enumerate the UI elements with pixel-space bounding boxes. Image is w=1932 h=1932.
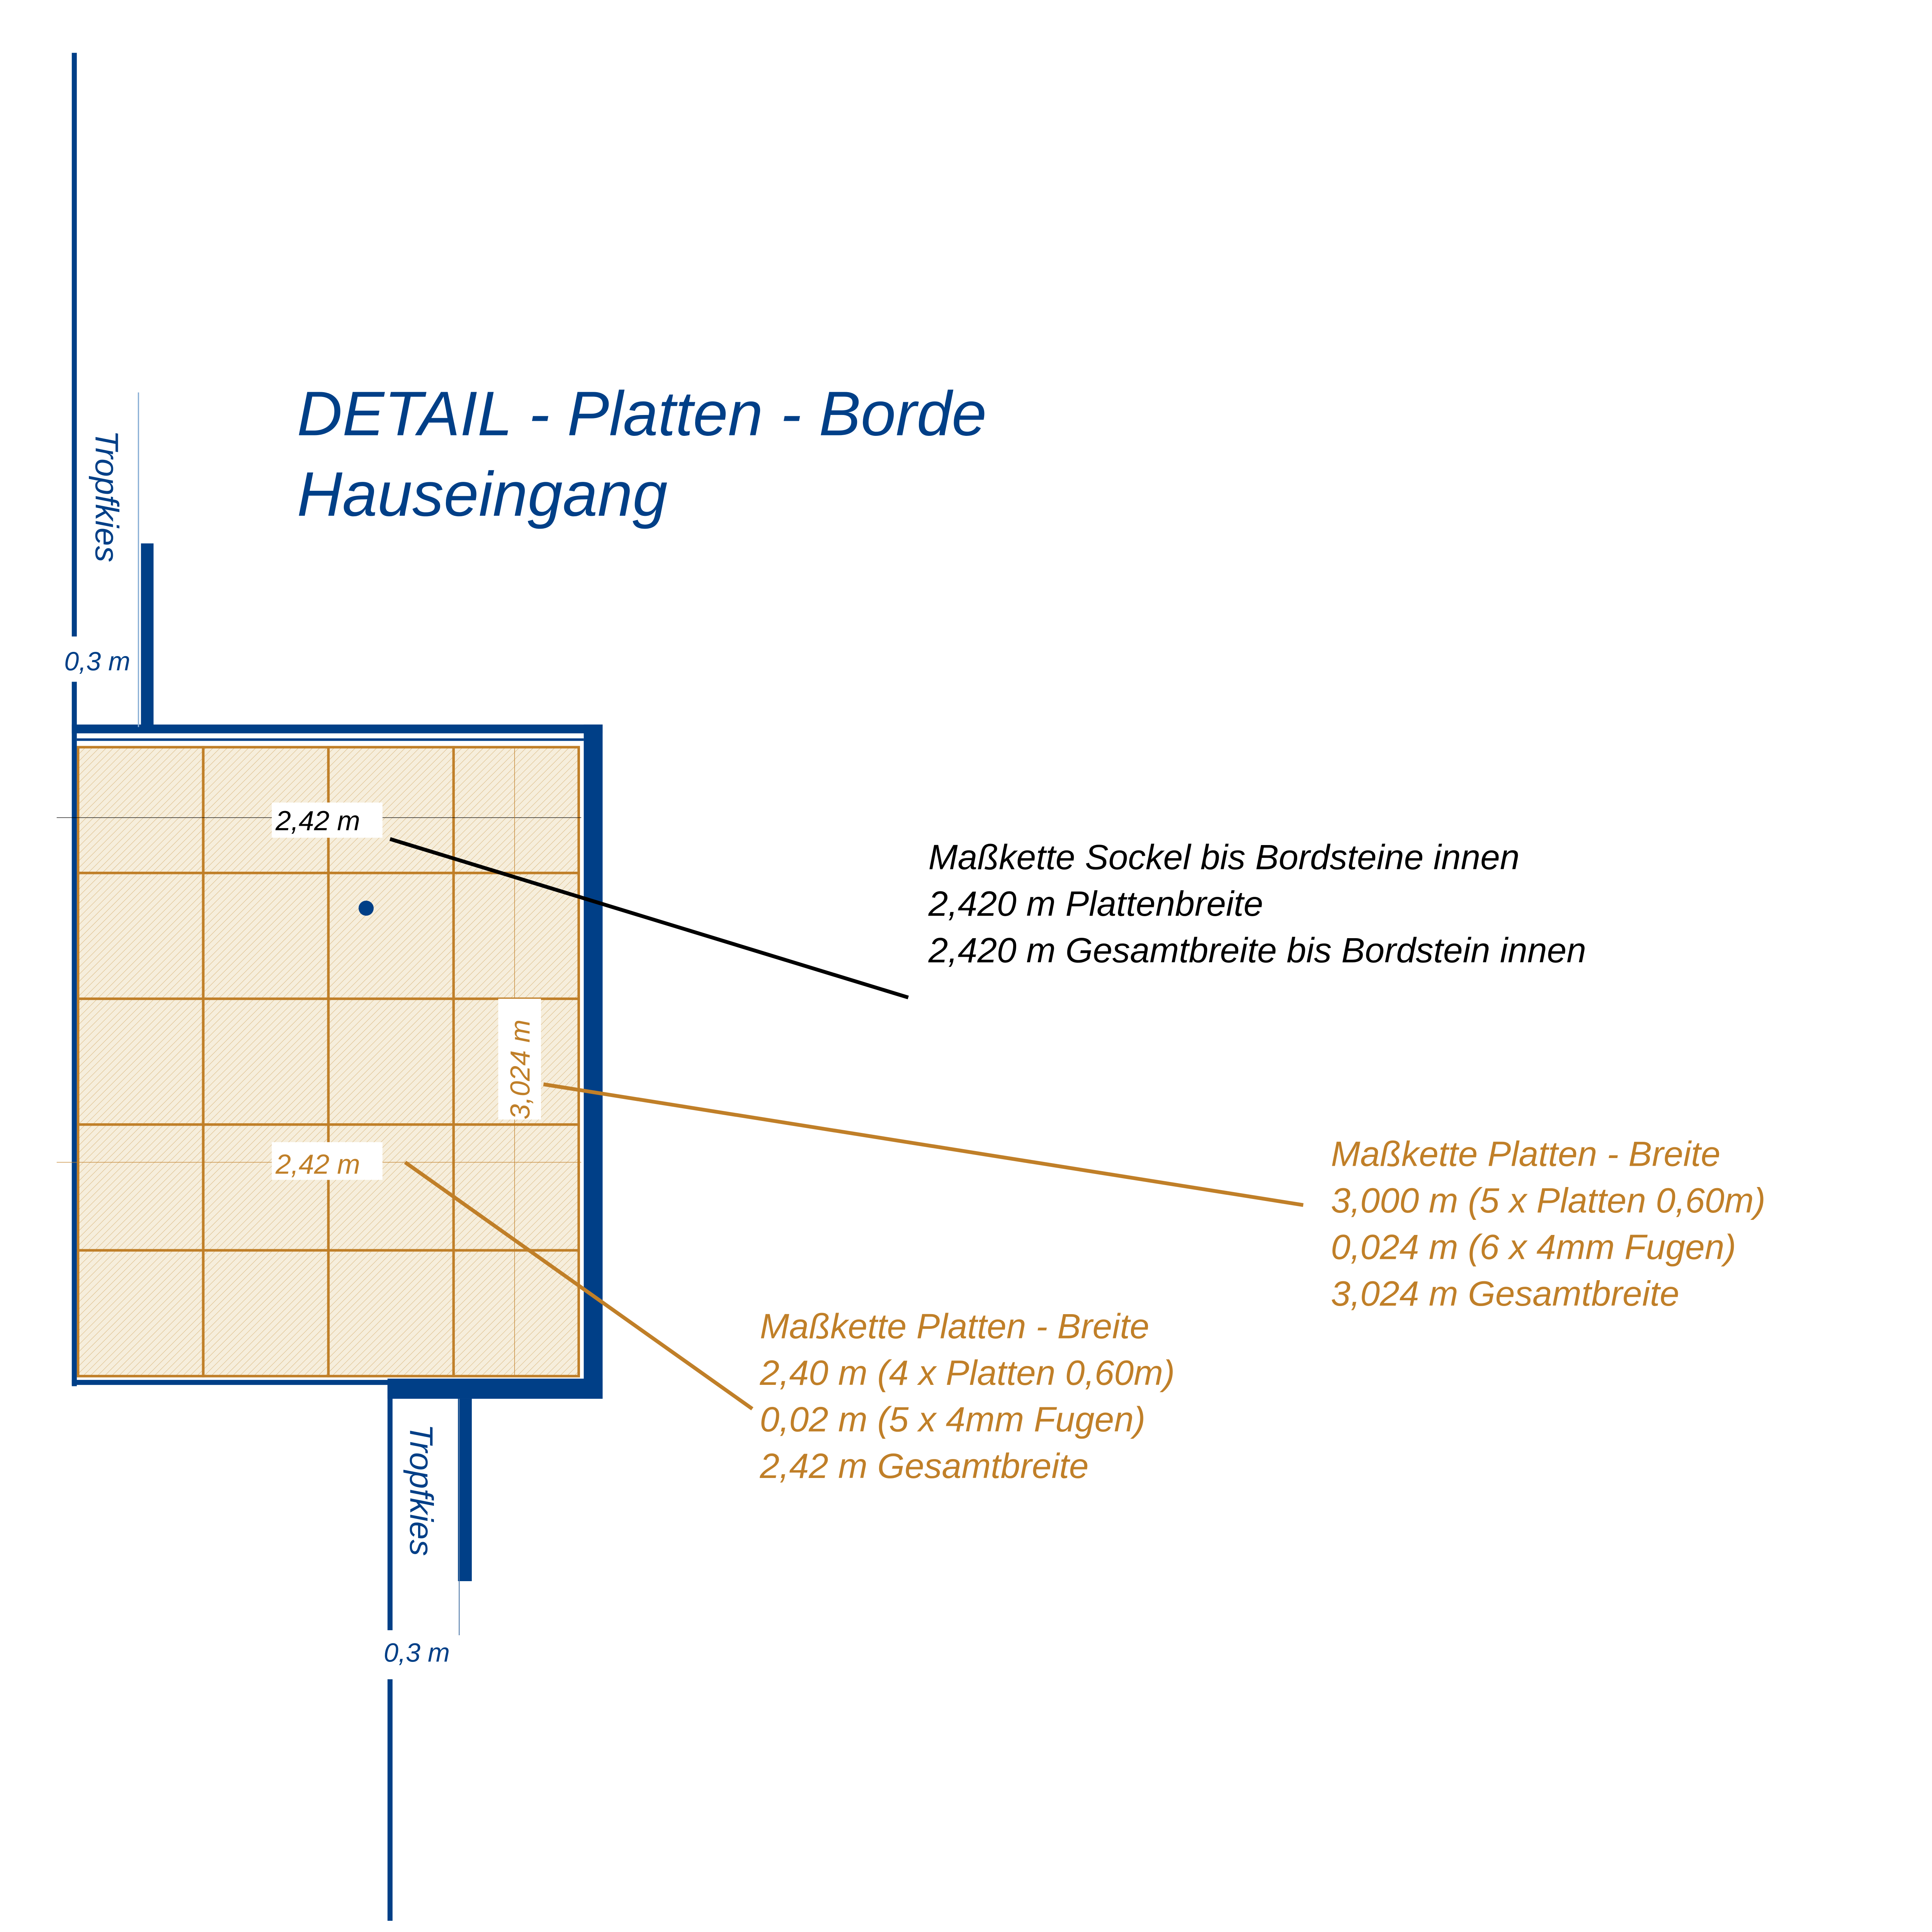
- dim-label-orange-h: 2,42 m: [275, 1149, 360, 1180]
- upper-drip-curb: [141, 543, 154, 727]
- note-line: 0,024 m (6 x 4mm Fugen): [1331, 1228, 1736, 1267]
- width-bottom-label: 0,3 m: [384, 1638, 450, 1667]
- curb-borders: [71, 53, 603, 1921]
- note-line: 0,02 m (5 x 4mm Fugen): [760, 1400, 1145, 1439]
- width-top-label: 0,3 m: [64, 647, 130, 676]
- note-platten-3024: Maßkette Platten - Breite 3,000 m (5 x P…: [1331, 1134, 1765, 1313]
- right-curb: [583, 724, 603, 1399]
- note-line: 2,40 m (4 x Platten 0,60m): [759, 1353, 1175, 1393]
- lower-left-line-lower: [387, 1679, 393, 1921]
- leader-orange-242: [404, 1160, 753, 1411]
- tropfkies-top-label: Tropfkies: [89, 430, 126, 562]
- title-line-1: DETAIL - Platten - Borde: [297, 379, 986, 449]
- note-sockel: Maßkette Sockel bis Bordsteine innen 2,4…: [928, 837, 1586, 970]
- leader-black: [389, 837, 909, 1000]
- dim-label-black: 2,42 m: [275, 806, 360, 837]
- leader-orange-3024: [543, 1082, 1304, 1207]
- paving-tile: [452, 1249, 580, 1378]
- note-line: 2,420 m Plattenbreite: [928, 884, 1263, 923]
- bottom-curb-thin: [71, 1380, 399, 1385]
- left-line-lower: [71, 682, 77, 1386]
- tropfkies-bottom-label: Tropfkies: [403, 1424, 440, 1556]
- dim-label-orange-v: 3,024 m: [505, 1020, 536, 1120]
- note-line: Maßkette Sockel bis Bordsteine innen: [929, 837, 1520, 877]
- note-line: 3,024 m Gesamtbreite: [1331, 1274, 1679, 1313]
- title-line-2: Hauseingang: [297, 459, 667, 529]
- lower-left-line-upper: [387, 1383, 393, 1630]
- left-line-upper: [71, 53, 77, 637]
- lower-drip-curb: [458, 1398, 472, 1582]
- note-line: 3,000 m (5 x Platten 0,60m): [1331, 1181, 1765, 1220]
- note-line: Maßkette Platten - Breite: [760, 1307, 1149, 1346]
- drain-icon: [359, 900, 374, 916]
- bottom-curb-thick: [387, 1378, 603, 1399]
- paving-tiles: [77, 746, 580, 1378]
- note-platten-242: Maßkette Platten - Breite 2,40 m (4 x Pl…: [759, 1307, 1175, 1486]
- top-curb-inner: [77, 738, 584, 741]
- note-line: 2,42 m Gesamtbreite: [759, 1446, 1088, 1486]
- note-line: 2,420 m Gesamtbreite bis Bordstein innen: [928, 930, 1586, 970]
- top-curb: [71, 724, 603, 733]
- note-line: Maßkette Platten - Breite: [1331, 1134, 1720, 1174]
